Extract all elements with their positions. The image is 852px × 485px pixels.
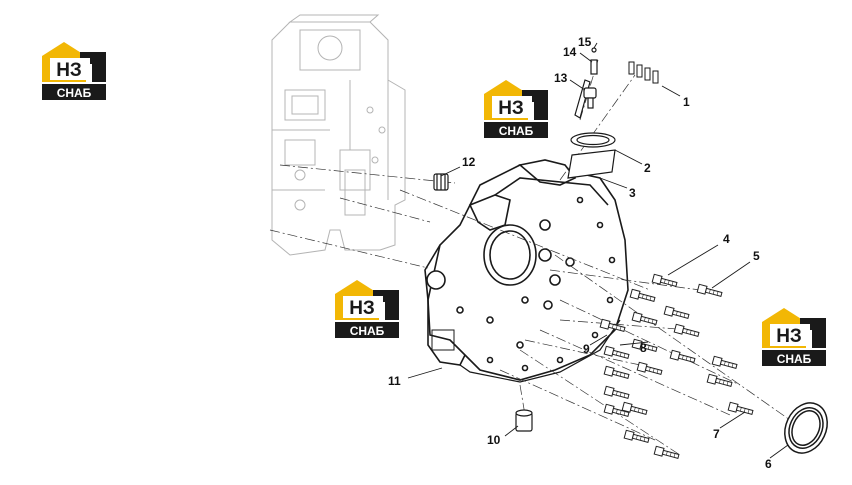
engine-block-outline — [271, 14, 406, 256]
callout-9: 9 — [583, 342, 590, 356]
alignment-lines — [269, 59, 791, 456]
callout-5: 5 — [753, 249, 760, 263]
callout-labels: 1 2 3 4 5 6 7 8 9 10 11 12 13 14 15 — [388, 35, 772, 471]
leader-lines — [407, 42, 789, 459]
logo-letters: НЗ — [776, 326, 802, 347]
watermark-logo: НЗ СНАБ — [42, 42, 106, 100]
logo-text: СНАБ — [350, 324, 385, 338]
watermark-logo: НЗ СНАБ — [335, 280, 399, 338]
callout-3: 3 — [629, 186, 636, 200]
logo-text: СНАБ — [499, 124, 534, 138]
callout-14: 14 — [563, 45, 577, 59]
inspection-cover-tube — [567, 79, 616, 179]
callout-7: 7 — [713, 427, 720, 441]
logo-letters: НЗ — [56, 60, 82, 81]
callout-11: 11 — [388, 374, 401, 388]
screws-part-1 — [628, 61, 659, 84]
callout-4: 4 — [723, 232, 730, 246]
seal-ring-part-6 — [784, 402, 828, 454]
watermark-logo: НЗ СНАБ — [484, 80, 548, 138]
callout-8: 8 — [640, 341, 647, 355]
logo-text: СНАБ — [57, 86, 92, 100]
logo-letters: НЗ — [349, 298, 375, 319]
logo-letters: НЗ — [498, 98, 524, 119]
callout-13: 13 — [554, 71, 568, 85]
callout-12: 12 — [462, 155, 476, 169]
watermark-logo: НЗ СНАБ — [762, 308, 826, 366]
callout-6: 6 — [765, 457, 772, 471]
callout-10: 10 — [487, 433, 501, 447]
nut-part-10 — [515, 409, 533, 432]
flywheel-housing — [424, 159, 629, 383]
logo-text: СНАБ — [777, 352, 812, 366]
callout-1: 1 — [683, 95, 690, 109]
callout-15: 15 — [578, 35, 592, 49]
callout-2: 2 — [644, 161, 651, 175]
plug-part-12 — [433, 173, 449, 191]
